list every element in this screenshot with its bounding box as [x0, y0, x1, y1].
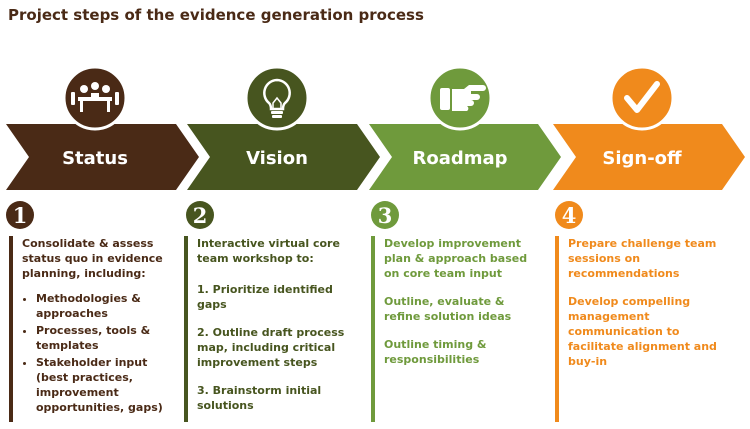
status-chevron — [6, 124, 199, 190]
list-item: Outline, evaluate & refine solution idea… — [384, 295, 512, 323]
pointing-hand-icon — [427, 65, 493, 131]
status-intro: Consolidate & assess status quo in evide… — [22, 237, 163, 280]
step-number-3-badge: 3 — [371, 201, 399, 229]
svg-text:4: 4 — [562, 203, 577, 228]
step-number-1-badge: 1 — [6, 201, 34, 229]
list-item: Outline timing & responsibilities — [384, 338, 487, 366]
stage-label-vision: Vision — [246, 148, 308, 169]
list-item: Stakeholder input (best practices, impro… — [36, 355, 183, 415]
lightbulb-icon — [244, 65, 310, 131]
signoff-description: Prepare challenge team sessions on recom… — [555, 236, 737, 422]
stage-label-status: Status — [62, 148, 128, 169]
status-description: Consolidate & assess status quo in evide… — [9, 236, 183, 422]
vision-description: Interactive virtual core team workshop t… — [184, 236, 356, 422]
roadmap-description: Develop improvement plan & approach base… — [371, 236, 544, 422]
list-item: Processes, tools & templates — [36, 323, 183, 353]
stage-label-signoff: Sign-off — [602, 148, 682, 169]
vision-chevron — [187, 124, 380, 190]
list-item: Develop compelling management communicat… — [568, 295, 717, 368]
svg-text:1: 1 — [13, 203, 28, 228]
svg-text:3: 3 — [378, 203, 393, 228]
step-number-4-badge: 4 — [555, 201, 583, 229]
list-item: 2. Outline draft process map, including … — [197, 326, 345, 369]
list-item: Develop improvement plan & approach base… — [384, 237, 528, 280]
list-item: Prepare challenge team sessions on recom… — [568, 237, 717, 280]
roadmap-chevron — [369, 124, 561, 190]
list-item: Methodologies & approaches — [36, 291, 183, 321]
status-bullet-list: Methodologies & approaches Processes, to… — [22, 291, 183, 415]
stage-label-roadmap: Roadmap — [412, 148, 507, 169]
step-number-2-badge: 2 — [186, 201, 214, 229]
vision-intro: Interactive virtual core team workshop t… — [197, 237, 340, 265]
checkmark-icon — [609, 65, 675, 131]
meeting-table-icon — [62, 65, 128, 131]
svg-text:2: 2 — [193, 203, 208, 228]
page-title: Project steps of the evidence generation… — [8, 6, 424, 24]
list-item: 1. Prioritize identified gaps — [197, 283, 333, 311]
signoff-chevron — [553, 124, 745, 190]
list-item: 3. Brainstorm initial solutions — [197, 384, 322, 412]
